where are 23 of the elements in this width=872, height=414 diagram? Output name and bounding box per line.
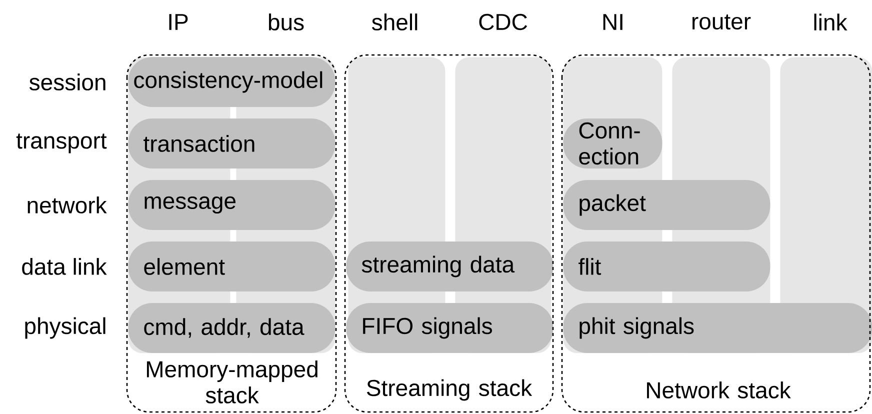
column-header: bus [268, 14, 304, 30]
layer-pill: Conn- ection [563, 118, 662, 168]
column-header: shell [372, 14, 418, 30]
layer-pill: cmd, addr, data [128, 302, 336, 353]
column-header: NI [603, 14, 622, 30]
row-label: physical [25, 317, 106, 339]
layer-pill: flit [563, 242, 770, 292]
layer-pill: packet [563, 180, 770, 230]
column-header: IP [169, 14, 188, 30]
layer-pill: transaction [128, 118, 336, 168]
layer-pill: element [128, 242, 336, 292]
layer-pill: streaming data [346, 242, 554, 292]
row-label: network [28, 196, 107, 214]
layer-pill: phit signals [563, 302, 872, 353]
layer-pill: FIFO signals [346, 302, 554, 353]
layer-pill: consistency-model [128, 57, 336, 107]
row-label: data link [22, 258, 107, 275]
column-header: link [814, 14, 848, 30]
row-label: transport [16, 134, 107, 154]
column-header: router [692, 14, 751, 30]
row-label: session [29, 74, 106, 90]
layer-pill: message [128, 180, 336, 230]
column-header: CDC [479, 14, 528, 30]
